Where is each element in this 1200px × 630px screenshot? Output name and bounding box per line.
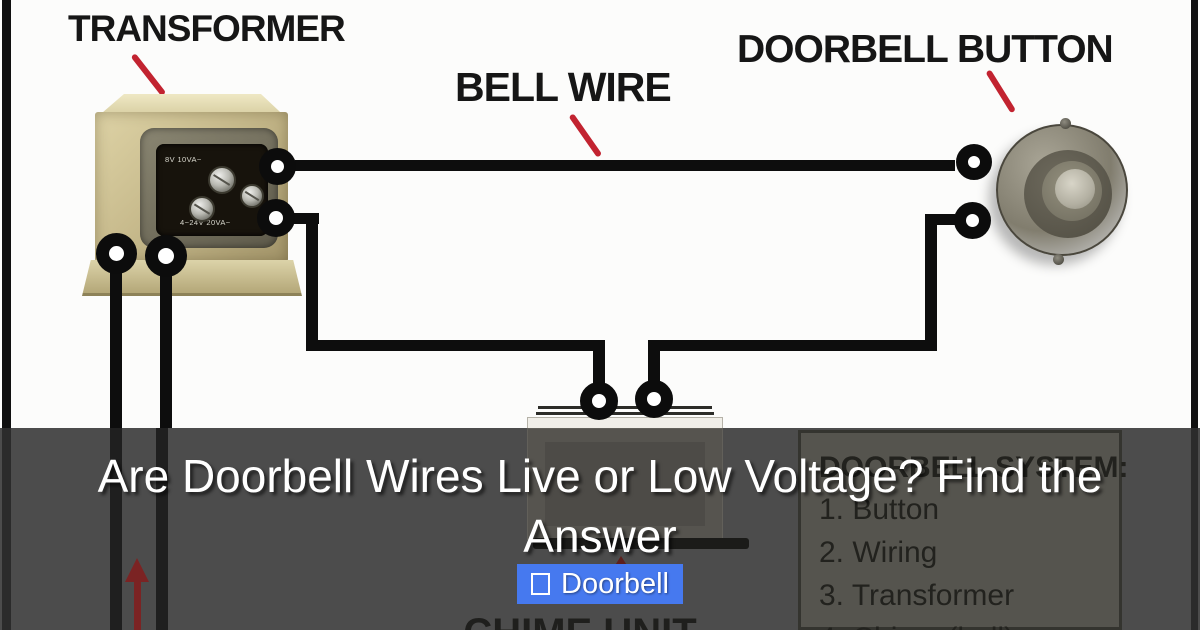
wire-segment-dim: [110, 428, 122, 630]
wire-segment: [110, 268, 122, 428]
doorbell-button-label: DOORBELL BUTTON: [737, 28, 1114, 71]
doorbell-button-knob[interactable]: [1055, 169, 1095, 209]
category-tag-icon: [531, 573, 550, 595]
diagram-left-border: [2, 0, 11, 428]
terminal-ring: [145, 235, 187, 277]
transformer-pointer-line: [130, 53, 167, 97]
bell-wire-label: BELL WIRE: [455, 64, 672, 110]
category-badge[interactable]: Doorbell: [517, 564, 683, 604]
doorbell-system-panel: DOORBELL SYSTEM: 1. Button 2. Wiring 3. …: [798, 430, 1128, 630]
terminal-ring: [580, 382, 618, 420]
terminal-ring: [635, 380, 673, 418]
list-item: 3. Transformer: [819, 579, 1015, 612]
category-badge-label: Doorbell: [561, 567, 669, 600]
list-item: 4. Chime (bell): [819, 622, 1014, 630]
terminal-ring: [954, 202, 991, 239]
chime-unit-shadow: [533, 538, 749, 549]
wire-segment: [306, 213, 318, 351]
page-title-line2: Answer: [523, 510, 677, 562]
wire-segment: [648, 340, 660, 384]
up-arrow-shaft: [134, 580, 141, 630]
transformer-screw: [189, 196, 215, 222]
chime-mounting-rail: [536, 412, 714, 415]
terminal-ring: [96, 233, 137, 274]
doorbell-pointer-line: [985, 69, 1016, 114]
transformer-screw: [240, 184, 264, 208]
list-item: 1. Button: [819, 493, 940, 526]
wire-segment: [306, 340, 605, 351]
wire-segment-dim: [156, 428, 168, 630]
page-title-line1: Are Doorbell Wires Live or Low Voltage? …: [97, 450, 1103, 502]
wire-segment: [925, 214, 937, 351]
transformer-marking-bottom: 4~24V 20VA~: [180, 218, 231, 227]
bell-wire: [295, 160, 955, 171]
transformer-label: TRANSFORMER: [68, 8, 346, 49]
wire-segment: [925, 214, 955, 225]
diagram-left-border-dim: [2, 428, 11, 630]
terminal-ring: [259, 148, 296, 185]
transformer-top-face: [100, 94, 283, 114]
chime-unit-label: CHIME UNIT: [450, 611, 710, 630]
terminal-ring: [956, 144, 992, 180]
doorbell-button-screw: [1060, 118, 1071, 129]
chime-unit-box-inner: [545, 442, 705, 526]
diagram-right-border: [1191, 0, 1198, 428]
chime-mounting-rail: [538, 406, 712, 409]
terminal-ring: [257, 199, 295, 237]
transformer-screw: [208, 166, 236, 194]
up-arrow-icon: [125, 558, 149, 582]
wire-segment: [648, 340, 937, 351]
wire-segment: [160, 271, 172, 428]
transformer-marking-top: 8V 10VA~: [165, 155, 202, 164]
doorbell-button-screw: [1053, 254, 1064, 265]
diagram-right-border-dim: [1191, 428, 1198, 630]
bell-wire-pointer-line: [568, 113, 603, 158]
doorbell-system-header: DOORBELL SYSTEM:: [819, 451, 1129, 484]
list-item: 2. Wiring: [819, 536, 938, 569]
wire-segment: [593, 340, 605, 384]
